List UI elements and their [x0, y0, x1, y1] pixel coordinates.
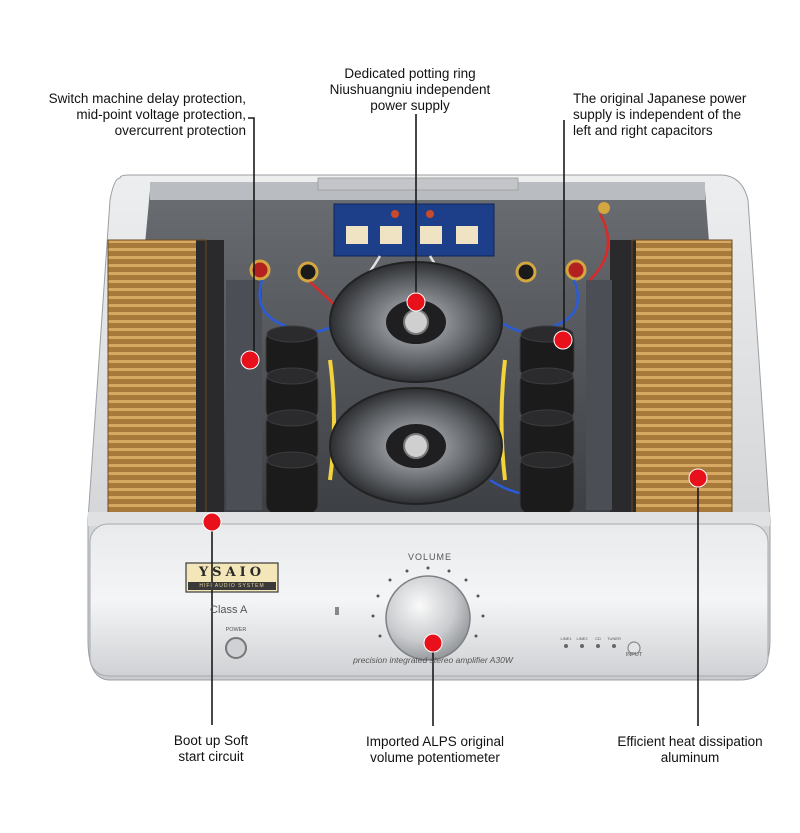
callout-power-supply: Dedicated potting ring Niushuangniu inde… [329, 66, 491, 113]
callout-heat-dissipation: Efficient heat dissipation aluminum [617, 734, 763, 765]
model-description: precision integrated stereo amplifier A3… [353, 655, 513, 665]
input-led-line2: LINE2 [576, 636, 588, 641]
marker-protection [240, 350, 260, 370]
right-capacitors [519, 325, 575, 515]
rear-panel [150, 182, 705, 200]
volume-knob[interactable] [385, 575, 471, 661]
input-leds [564, 644, 616, 648]
volume-label: VOLUME [407, 552, 452, 562]
binding-posts [249, 202, 610, 283]
input-button[interactable] [627, 641, 641, 655]
left-amp-board [226, 280, 262, 510]
left-capacitors [265, 325, 319, 515]
input-led-tuner: TUNER [607, 636, 621, 641]
rear-bracket [317, 177, 519, 191]
callout-soft-start: Boot up Soft start circuit [173, 733, 249, 764]
power-button[interactable] [225, 637, 247, 659]
brand-subtitle: HIFI AUDIO SYSTEM [188, 582, 276, 590]
indicator-led [335, 607, 339, 615]
toroidal-transformer-lower [329, 387, 503, 505]
volume-scale [371, 566, 485, 638]
callout-protection-circuit: Switch machine delay protection, mid-poi… [48, 91, 246, 138]
power-label: POWER [225, 627, 247, 633]
front-lip [88, 512, 770, 526]
callout-capacitors: The original Japanese power supply is in… [573, 91, 747, 138]
class-label: Class A [210, 604, 248, 616]
marker-power-supply [406, 292, 426, 312]
input-led-line1: LINE1 [560, 636, 572, 641]
marker-soft-start [202, 512, 222, 532]
callout-markers [202, 292, 708, 653]
pcb-connectors [346, 210, 478, 244]
input-led-cd: CD [595, 636, 601, 641]
marker-capacitors [553, 330, 573, 350]
brand-logo: YSAIO [198, 565, 266, 580]
marker-heatsink [688, 468, 708, 488]
right-heatsink [610, 239, 733, 526]
callout-volume-potentiometer: Imported ALPS original volume potentiome… [365, 734, 505, 765]
leader-lines [211, 114, 699, 726]
input-label: INPUT [625, 652, 643, 658]
right-amp-board [586, 280, 612, 510]
left-heatsink [107, 239, 224, 526]
marker-volume [423, 633, 443, 653]
